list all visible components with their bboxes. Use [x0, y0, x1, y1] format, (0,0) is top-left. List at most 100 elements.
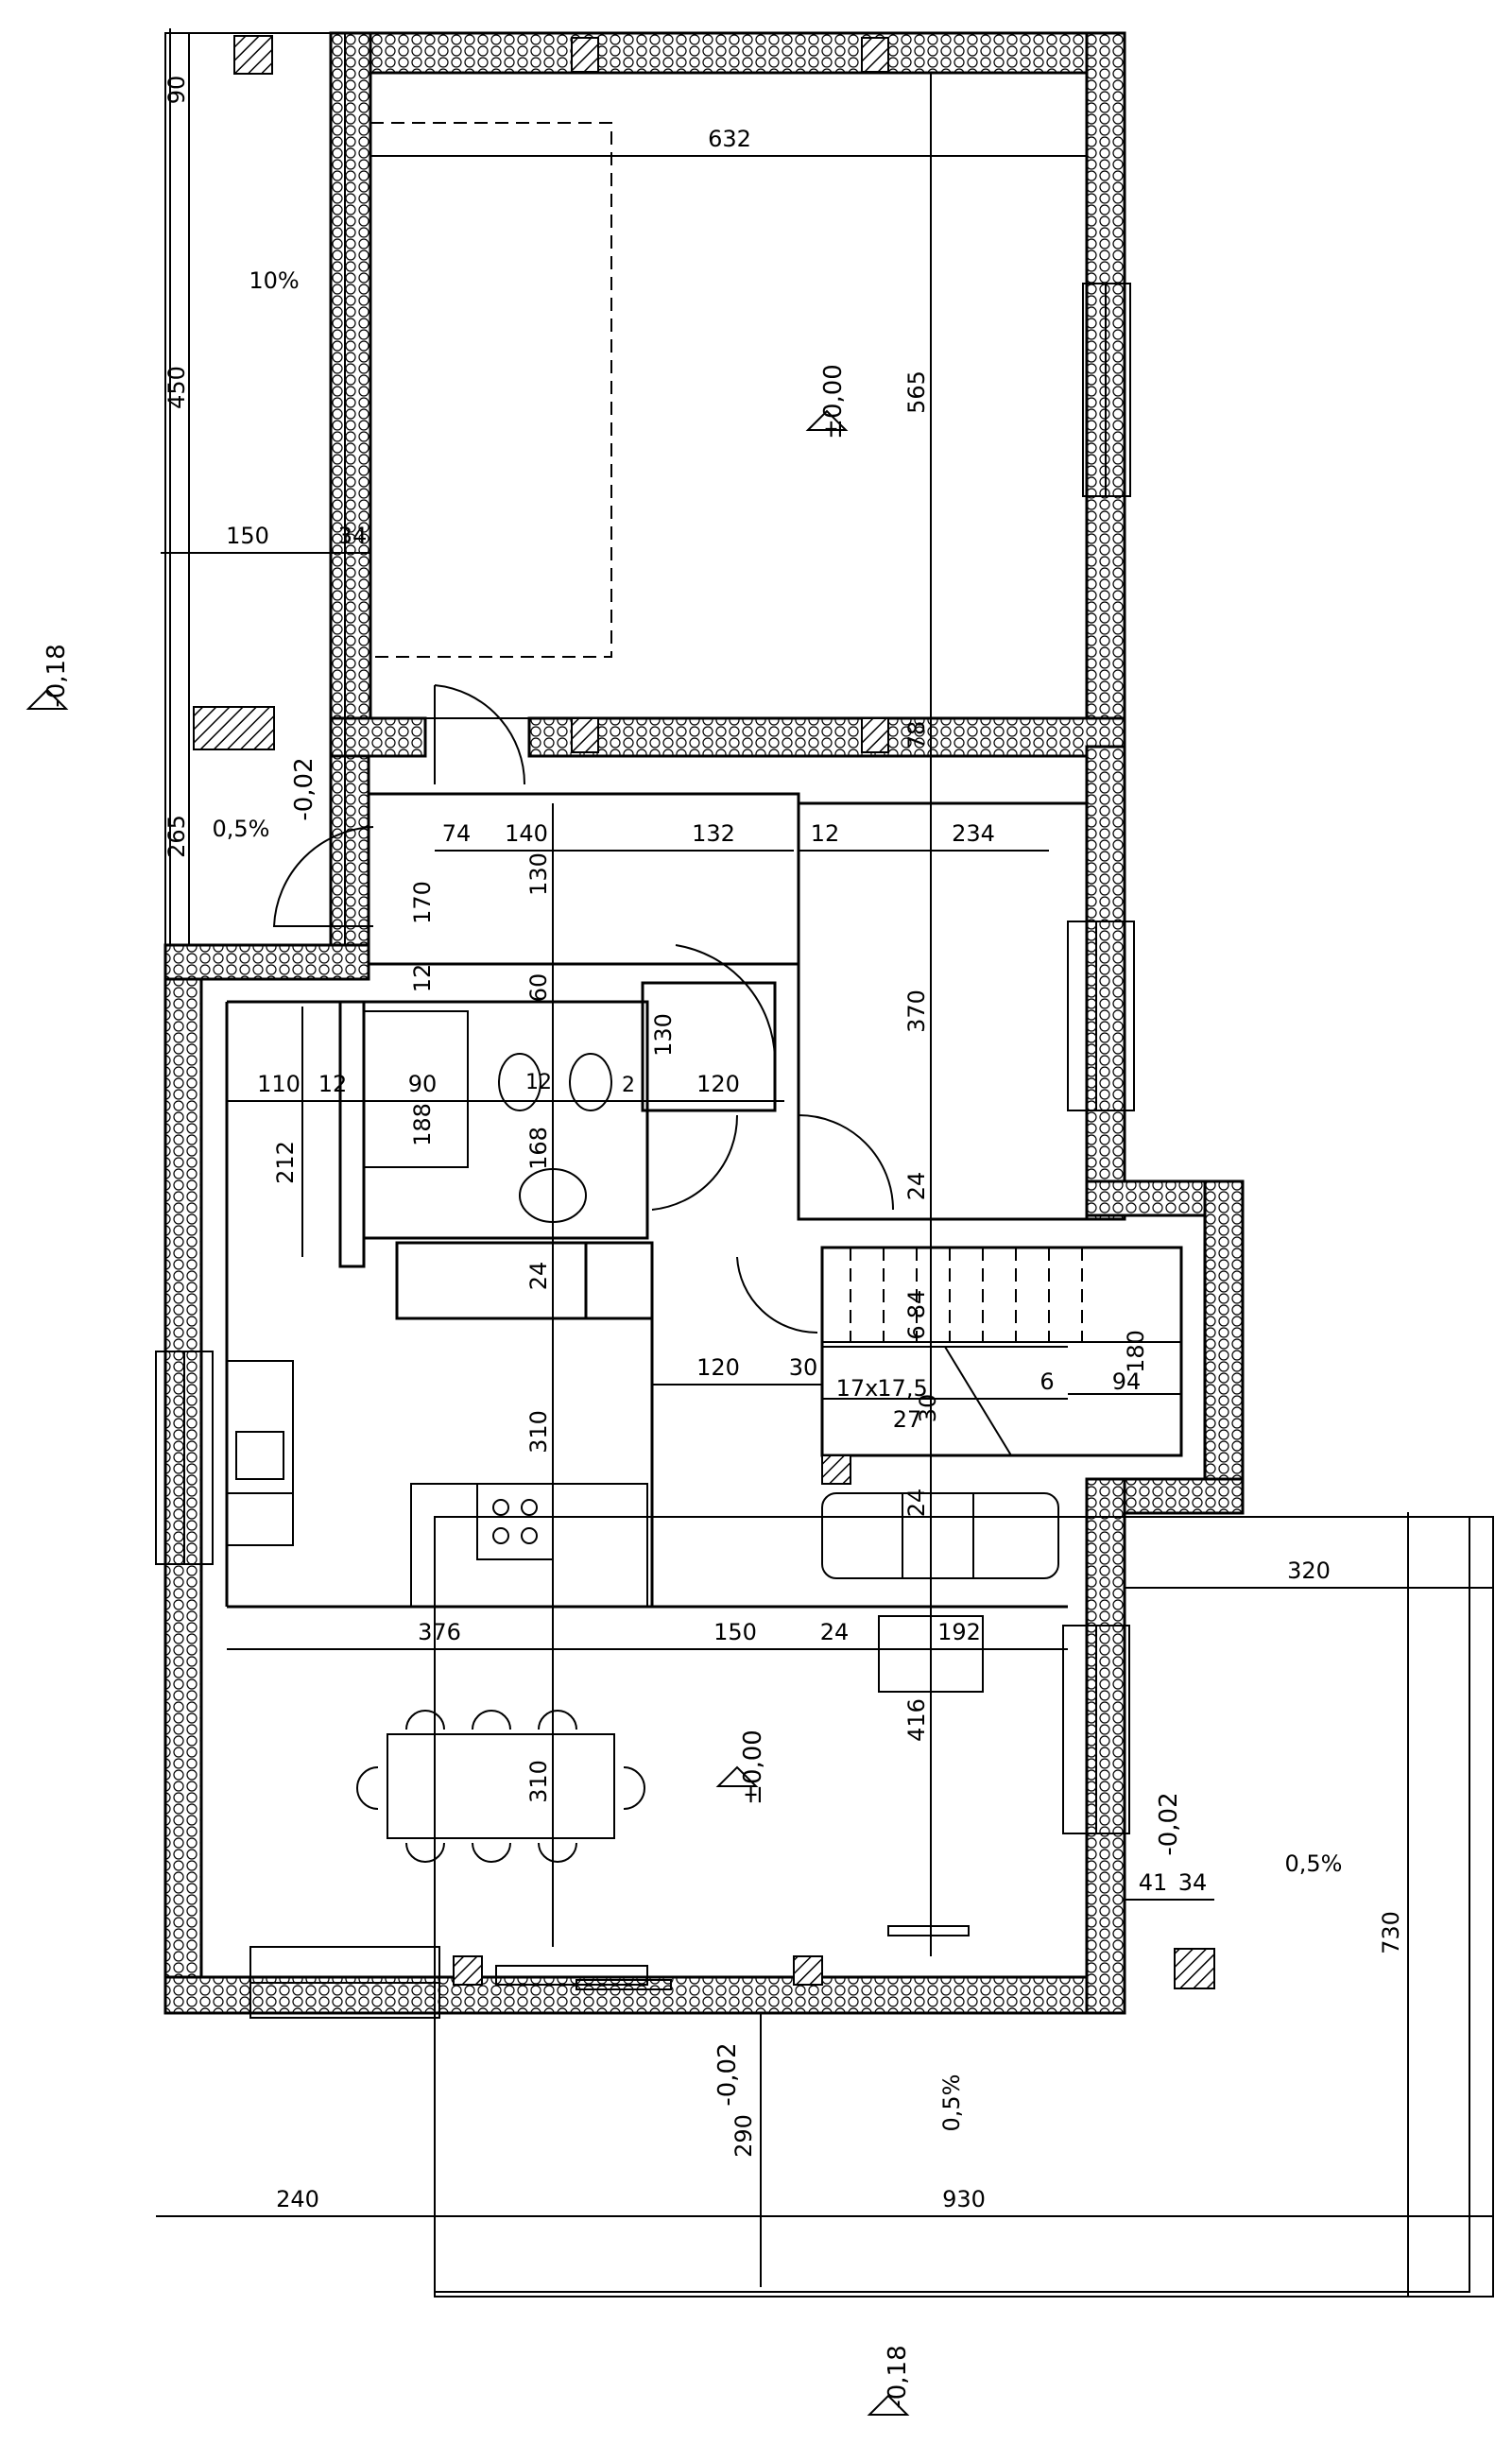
dim-310-kitchen: 310 — [525, 1410, 552, 1454]
dim-168: 168 — [525, 1127, 552, 1170]
garage-wall-left — [329, 31, 372, 739]
dim-730: 730 — [1378, 1911, 1404, 1954]
dim-416: 416 — [903, 1698, 930, 1742]
level-bottom: -0,02 — [713, 2042, 742, 2106]
house-wall-top-left — [163, 943, 370, 981]
dim-450: 450 — [163, 366, 190, 409]
level-bottom-outside: -0,18 — [884, 2345, 912, 2408]
dim-290: 290 — [730, 2114, 757, 2158]
dim-310-living: 310 — [525, 1760, 552, 1803]
dim-41: 41 — [1139, 1869, 1168, 1896]
sofa — [821, 1492, 1059, 1579]
level-porch: -0,02 — [290, 757, 318, 820]
column — [453, 1955, 483, 1986]
dim-90: 90 — [163, 76, 190, 105]
doors — [272, 684, 894, 1334]
dim-212: 212 — [272, 1141, 299, 1184]
slope-labels: 10% 0,5% 0,5% 0,5% — [213, 267, 1343, 2131]
level-left: -0,18 — [43, 644, 71, 707]
door-swing — [736, 1256, 818, 1334]
dim-265: 265 — [163, 815, 190, 858]
dim-78: 78 — [903, 721, 930, 750]
dim-12-top: 12 — [811, 820, 840, 847]
columns — [193, 35, 1215, 1989]
dim-130-top: 130 — [525, 852, 552, 896]
door-swing — [675, 944, 776, 1059]
dim-120-kitchen: 120 — [696, 1354, 740, 1381]
dim-17-5: 17,5 — [877, 1375, 927, 1402]
stair-bay-wall-right — [1203, 1179, 1245, 1514]
garage-wall-bottom-left — [329, 716, 427, 758]
sliding-door — [495, 1965, 648, 1986]
dim-24-kitchen: 24 — [525, 1262, 552, 1291]
slope-porch-10: 10% — [249, 267, 299, 294]
walls — [163, 31, 1245, 2015]
level-garage: ±0,00 — [819, 364, 848, 439]
slope-terrace-bottom: 0,5% — [938, 2074, 965, 2132]
dim-150-porch: 150 — [226, 523, 269, 549]
car-outline — [369, 122, 612, 658]
dim-12-wc: 12 — [525, 1071, 552, 1094]
porch-wall — [329, 754, 370, 947]
column — [1174, 1948, 1215, 1989]
dim-34-porch: 34 — [338, 523, 368, 549]
slope-porch-05: 0,5% — [213, 816, 270, 842]
dim-234: 234 — [952, 820, 995, 847]
dim-370: 370 — [903, 990, 930, 1033]
door-swing — [434, 684, 526, 785]
stove — [476, 1483, 554, 1560]
window — [1067, 921, 1135, 1111]
level-right: -0,02 — [1155, 1792, 1183, 1855]
dimension-lines — [156, 28, 1493, 2297]
dim-132: 132 — [692, 820, 735, 847]
column — [233, 35, 273, 75]
interior-walls — [225, 792, 1183, 1609]
dim-170: 170 — [409, 881, 436, 924]
column — [571, 37, 599, 73]
dim-24-hall: 24 — [903, 1172, 930, 1201]
dim-34-terrace: 34 — [1178, 1869, 1208, 1896]
column — [571, 717, 599, 753]
level-living: ±0,00 — [739, 1730, 767, 1805]
dim-930: 930 — [942, 2186, 986, 2212]
column — [861, 37, 889, 73]
slope-terrace-right: 0,5% — [1285, 1850, 1343, 1877]
dining-table — [387, 1733, 615, 1839]
windows — [155, 283, 1135, 2019]
dim-565: 565 — [903, 370, 930, 414]
dimension-labels: 90 632 450 565 150 34 78 265 74 140 132 … — [163, 76, 1404, 2212]
staircase — [821, 1247, 1182, 1485]
dim-240: 240 — [276, 2186, 319, 2212]
dim-180: 180 — [1123, 1330, 1149, 1373]
bidet — [569, 1053, 612, 1111]
dim-94: 94 — [1112, 1368, 1142, 1395]
dim-30-stair: 30 — [789, 1354, 818, 1381]
dim-30-vert: 30 — [915, 1394, 941, 1423]
dim-2: 2 — [622, 1074, 635, 1097]
dim-6-right: 6 — [1040, 1368, 1054, 1395]
level-labels: -0,18 ±0,00 -0,02 ±0,00 -0,02 -0,02 -0,1… — [43, 364, 1183, 2408]
dim-12-kitchen: 12 — [318, 1071, 348, 1097]
dim-130-bath: 130 — [650, 1013, 677, 1057]
dim-320: 320 — [1287, 1558, 1331, 1584]
dim-632: 632 — [708, 126, 751, 152]
dim-17x: 17x — [836, 1375, 879, 1402]
dim-120-hall: 120 — [696, 1071, 740, 1097]
house-wall-right-upper — [1085, 745, 1126, 1221]
tv-stand — [887, 1925, 970, 1936]
level-markers — [26, 409, 910, 2416]
dim-84: 84 — [903, 1290, 930, 1319]
dim-110: 110 — [257, 1071, 301, 1097]
column — [193, 706, 275, 750]
column — [861, 717, 889, 753]
furniture — [226, 1010, 1059, 1936]
door-swing — [651, 1114, 739, 1211]
dim-90-kitchen: 90 — [408, 1071, 438, 1097]
toilet — [498, 1053, 541, 1111]
dim-27: 27 — [893, 1406, 922, 1433]
door-swing — [798, 1114, 894, 1211]
garage-wall-top — [329, 31, 1126, 75]
dim-60: 60 — [525, 973, 552, 1003]
porch-outline — [164, 32, 346, 946]
